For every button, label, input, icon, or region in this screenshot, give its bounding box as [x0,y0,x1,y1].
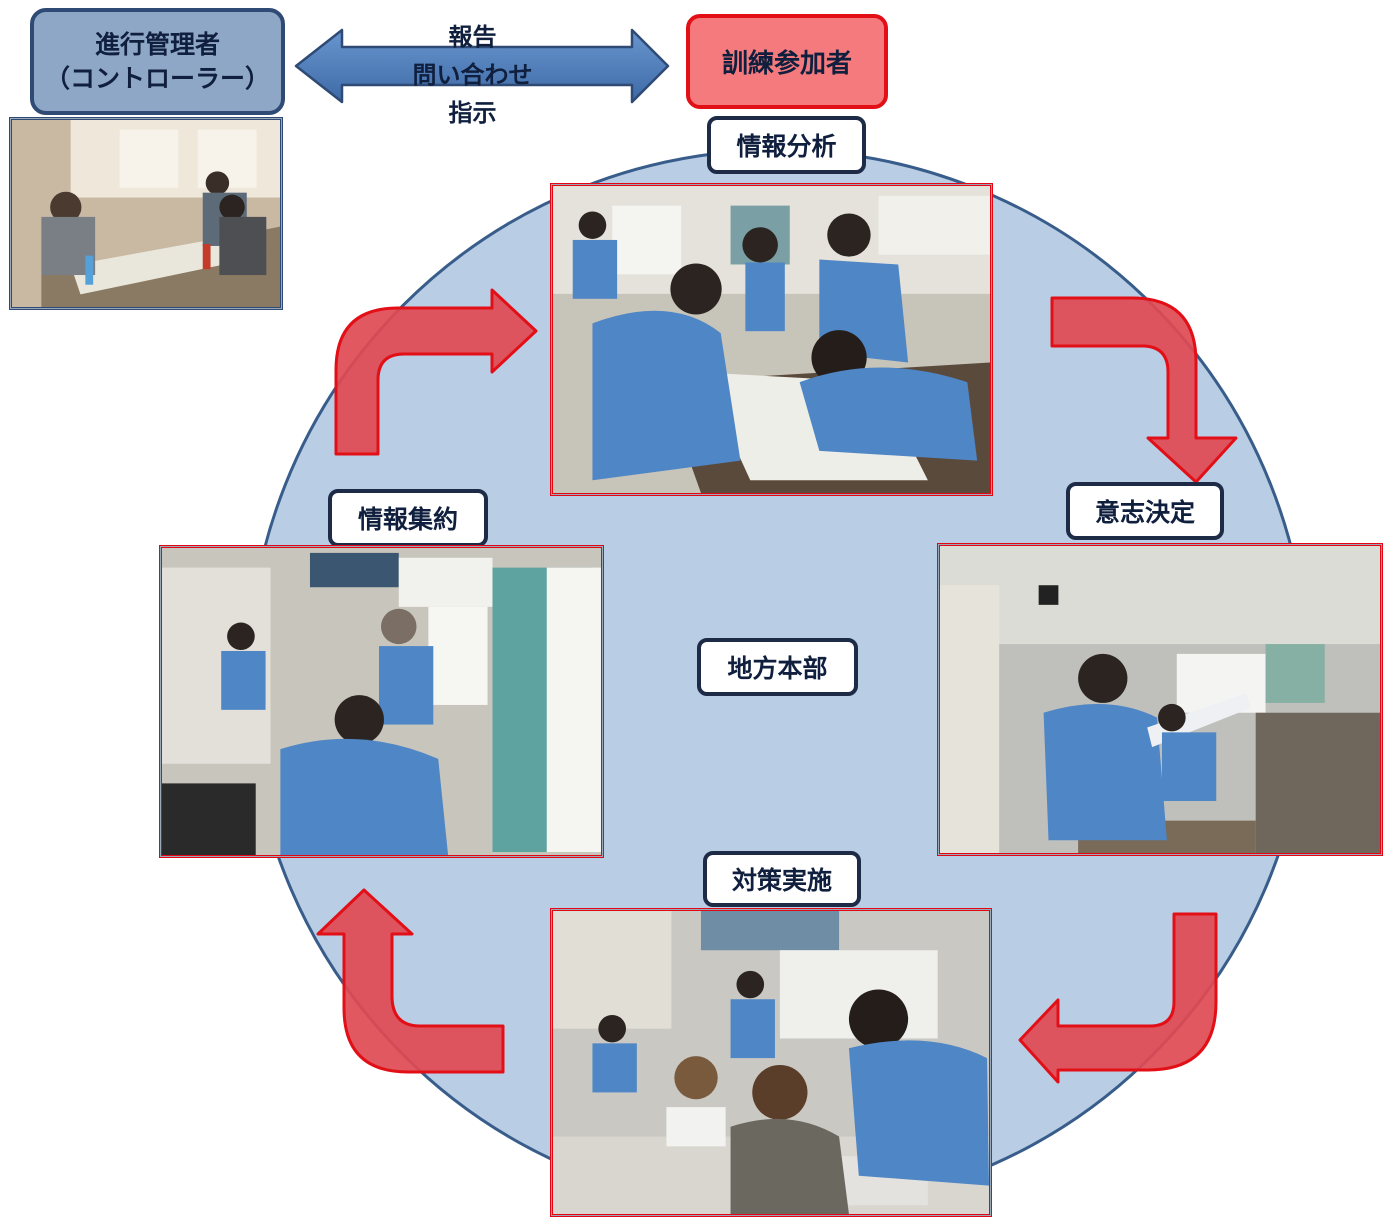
office-photo-icon [162,548,601,855]
flow-arrow-icon-implementation-to-aggregation [316,888,505,1074]
decision-photo [937,543,1383,856]
double-headed-arrow-icon [294,28,670,104]
controller-title: 進行管理者 [94,29,220,59]
stage-tag-aggregation: 情報集約 [328,489,488,547]
controller-subtitle: （コントローラー） [44,63,270,93]
stage-label-analysis: 情報分析 [736,132,837,161]
implementation-photo [550,908,992,1217]
stage-label-implementation: 対策実施 [731,866,832,895]
flow-arrow-icon-analysis-to-decision [1050,296,1238,484]
controller-box: 進行管理者 （コントローラー） [30,8,285,115]
instruction-label: 指示 [448,99,497,127]
communication-labels: 報告 問い合わせ 指示 [360,18,585,132]
analysis-photo [550,183,993,496]
office-photo-icon [12,120,280,307]
aggregation-photo [159,545,604,858]
inquiry-label: 問い合わせ [412,61,533,89]
stage-tag-analysis: 情報分析 [707,116,866,174]
participant-box: 訓練参加者 [686,14,888,109]
stage-label-decision: 意志決定 [1094,498,1195,527]
flow-arrow-icon-decision-to-implementation [1018,912,1218,1084]
controller-photo [9,117,283,310]
report-label: 報告 [448,23,497,51]
stage-tag-decision: 意志決定 [1066,482,1224,540]
center-tag: 地方本部 [697,638,858,696]
center-label: 地方本部 [727,654,828,683]
stage-tag-implementation: 対策実施 [703,851,861,907]
flow-arrow-icon-aggregation-to-analysis [334,288,538,456]
office-photo-icon [940,546,1380,853]
office-photo-icon [553,911,989,1214]
stage-label-aggregation: 情報集約 [357,505,458,534]
office-photo-icon [553,186,990,493]
participant-label: 訓練参加者 [721,49,852,79]
